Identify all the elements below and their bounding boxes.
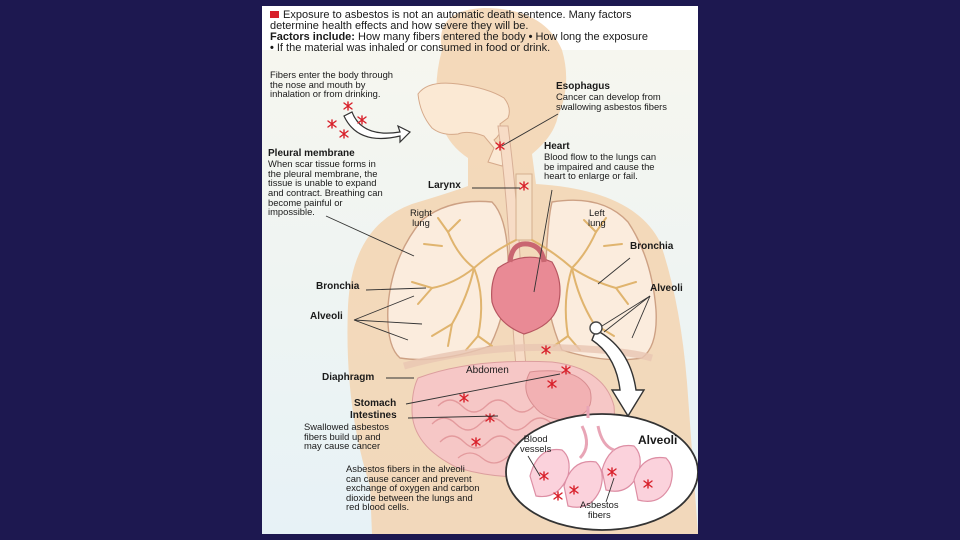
- inset-alveoli-title: Alveoli: [638, 433, 678, 447]
- header-line-2: determine health effects and how severe …: [270, 20, 529, 32]
- inset-alveolus-clusters: [529, 406, 673, 508]
- esophagus-label: Esophagus: [556, 81, 610, 92]
- asbestos-fibers: [327, 101, 653, 501]
- bronchia-label-left-lung: Bronchia: [630, 241, 674, 252]
- leader-lines: [325, 113, 651, 503]
- larynx-label: Larynx: [428, 180, 461, 191]
- diaphragm-label: Diaphragm: [322, 372, 375, 383]
- red-square-icon: [270, 11, 279, 18]
- bullet-icon: •: [270, 42, 274, 54]
- bronchia-label-right-lung: Bronchia: [316, 281, 360, 292]
- body-illustration: [262, 8, 698, 534]
- pleural-membrane-callout: Pleural membrane When scar tissue forms …: [268, 148, 383, 218]
- esophagus-callout: Esophagus Cancer can develop from swallo…: [556, 81, 667, 112]
- heart-label: Heart: [544, 141, 570, 152]
- header-factors-line: Factors include: How many fibers entered…: [270, 31, 648, 43]
- alveoli-label-left-lung: Alveoli: [650, 283, 683, 294]
- alveoli-label-right-lung: Alveoli: [310, 311, 343, 322]
- intestines-label: Intestines: [350, 410, 397, 421]
- header-factor-3-line: •If the material was inhaled or consumed…: [270, 42, 551, 54]
- diaphragm-line: [403, 343, 653, 370]
- heart-callout: Heart Blood flow to the lungs can be imp…: [544, 141, 657, 182]
- pleural-membrane-label: Pleural membrane: [268, 148, 355, 159]
- stomach-label: Stomach: [354, 398, 397, 409]
- nasal-cavity: [417, 82, 510, 167]
- bronchial-tree-right: [411, 217, 517, 351]
- abdomen-label: Abdomen: [466, 365, 509, 376]
- asbestos-diagram-panel: Exposure to asbestos is not an automatic…: [262, 6, 698, 534]
- right-lung-shape: [387, 200, 509, 361]
- heart-shape: [491, 256, 561, 335]
- header-line-1: Exposure to asbestos is not an automatic…: [270, 9, 632, 21]
- aorta: [507, 241, 547, 263]
- inhalation-arrow: [343, 111, 412, 144]
- bullet-icon: •: [528, 31, 533, 43]
- alveolus-marker: [589, 321, 603, 335]
